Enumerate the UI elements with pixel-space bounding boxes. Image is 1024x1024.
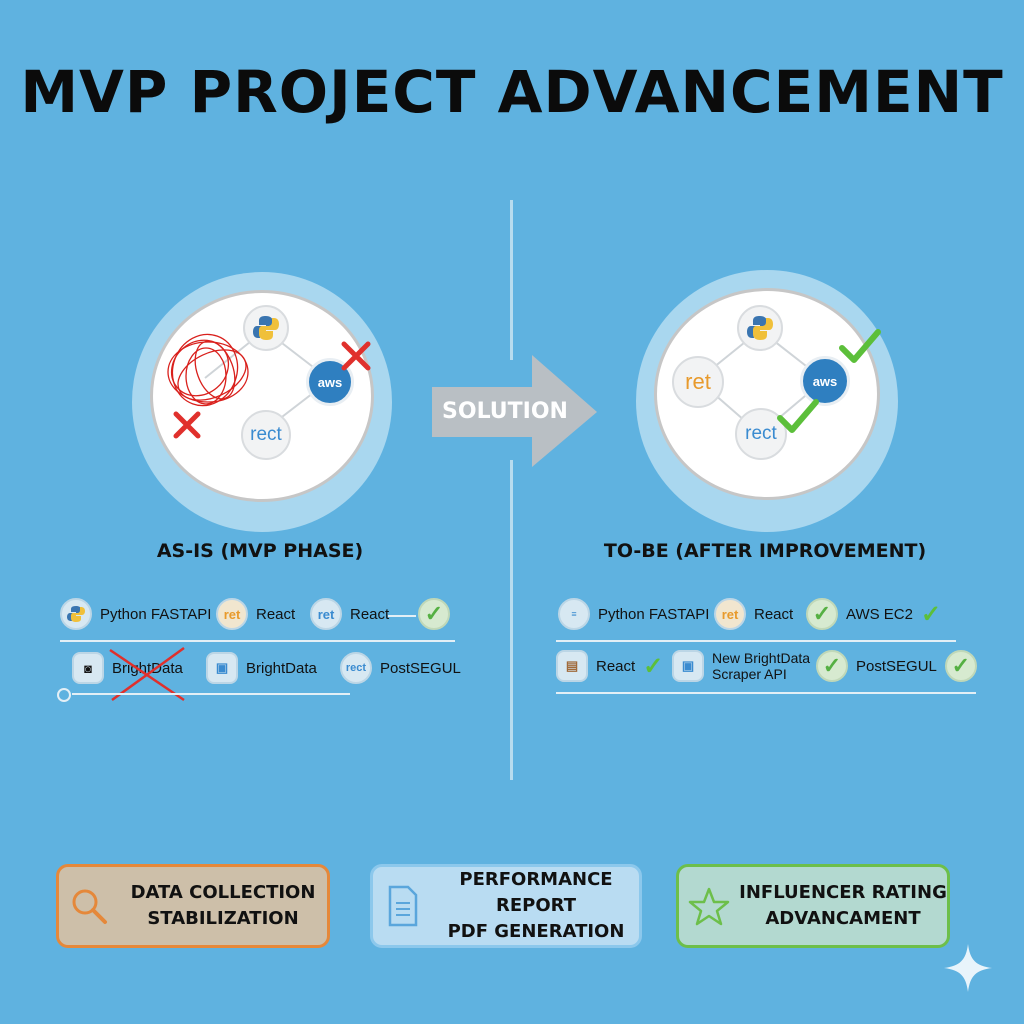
ret-icon: ret [310, 598, 342, 630]
to-be-item-react-2: ▤ React ✓ [556, 650, 663, 682]
card-line2: STABILIZATION [147, 908, 299, 929]
card-line1: DATA COLLECTION [130, 882, 316, 903]
as-is-heading: AS-IS (MVP PHASE) [156, 540, 364, 562]
card-line1: INFLUENCER RATING [739, 882, 947, 903]
as-is-item-check: ✓ [418, 598, 450, 630]
aws-node-icon: aws [800, 356, 850, 406]
item-label: React [596, 657, 636, 675]
item-label: PostSEGUL [856, 657, 937, 675]
card-line2: PDF GENERATION [447, 921, 625, 942]
brightdata-icon: ▣ [672, 650, 704, 682]
scribble-icon [167, 333, 249, 407]
sparkle-icon [944, 944, 992, 992]
cross-icon [173, 411, 201, 439]
check-icon: ✓ [418, 598, 450, 630]
connector-line [388, 615, 416, 617]
to-be-item-react: ret React [714, 598, 793, 630]
aws-node-icon: aws [306, 358, 354, 406]
item-label: PostSEGUL [380, 659, 461, 677]
check-icon: ✓ [643, 652, 664, 680]
item-label: React [754, 605, 794, 623]
solution-arrow [432, 355, 597, 467]
python-node-icon [737, 305, 783, 351]
strike-cross-icon [109, 646, 185, 702]
to-be-item-python: ≡ Python FASTAPI [558, 598, 709, 630]
check-icon: ✓ [816, 650, 848, 682]
as-is-item-react-2: ret React [310, 598, 389, 630]
card-line1: PERFORMANCE REPORT [459, 869, 613, 916]
page-title: MVP PROJECT ADVANCEMENT [20, 58, 1004, 126]
item-label: React [256, 605, 296, 623]
item-label: Python FASTAPI [598, 605, 710, 623]
cross-icon [341, 341, 371, 371]
ret-icon: ret [216, 598, 248, 630]
search-icon [59, 886, 119, 926]
card-line2: ADVANCAMENT [765, 908, 921, 929]
check-icon: ✓ [920, 600, 942, 628]
row-divider [72, 693, 350, 695]
row-divider [556, 640, 956, 642]
card-influencer-rating: INFLUENCER RATING ADVANCAMENT [676, 864, 950, 948]
item-label: Python FASTAPI [100, 605, 212, 623]
item-label: BrightData [246, 659, 317, 677]
bullet-icon [57, 688, 71, 702]
document-icon: ▤ [556, 650, 588, 682]
item-label: React [350, 605, 390, 623]
to-be-item-postsegul: ✓ PostSEGUL ✓ [816, 650, 977, 682]
divider-top [510, 200, 513, 360]
python-icon [60, 598, 92, 630]
check-icon [777, 399, 819, 433]
card-data-collection: DATA COLLECTION STABILIZATION [56, 864, 330, 948]
card-performance-report: PERFORMANCE REPORT PDF GENERATION [370, 864, 642, 948]
as-is-item-python: Python FASTAPI [60, 598, 211, 630]
check-icon [839, 329, 881, 363]
as-is-item-brightdata: ▣ BrightData [206, 652, 317, 684]
to-be-item-aws-ec2: ✓ AWS EC2 ✓ [806, 598, 941, 630]
brightdata-icon: ▣ [206, 652, 238, 684]
star-icon [679, 886, 739, 926]
item-label: New BrightData Scraper API [712, 650, 810, 682]
python-node-icon [243, 305, 289, 351]
divider-bottom [510, 460, 513, 780]
to-be-heading: TO-BE (AFTER IMPROVEMENT) [603, 540, 927, 562]
as-is-item-react: ret React [216, 598, 295, 630]
solution-label: SOLUTION [442, 399, 568, 424]
item-label-line1: New BrightData [712, 650, 811, 666]
to-be-item-brightdata-api: ▣ New BrightData Scraper API [672, 650, 810, 682]
rect-node-icon: rect [241, 410, 291, 460]
document-icon [373, 885, 433, 927]
rect-node-icon: rect [735, 408, 787, 460]
ret-icon: ret [714, 598, 746, 630]
row-divider [60, 640, 455, 642]
rect-icon: rect [340, 652, 372, 684]
as-is-item-postsegul: rect PostSEGUL [340, 652, 461, 684]
item-label: AWS EC2 [846, 605, 913, 623]
row-divider [556, 692, 976, 694]
item-label-line2: Scraper API [712, 666, 787, 682]
brightdata-icon: ◙ [72, 652, 104, 684]
fastapi-icon: ≡ [558, 598, 590, 630]
check-icon: ✓ [806, 598, 838, 630]
check-icon: ✓ [944, 650, 977, 682]
ret-node-icon: ret [672, 356, 724, 408]
